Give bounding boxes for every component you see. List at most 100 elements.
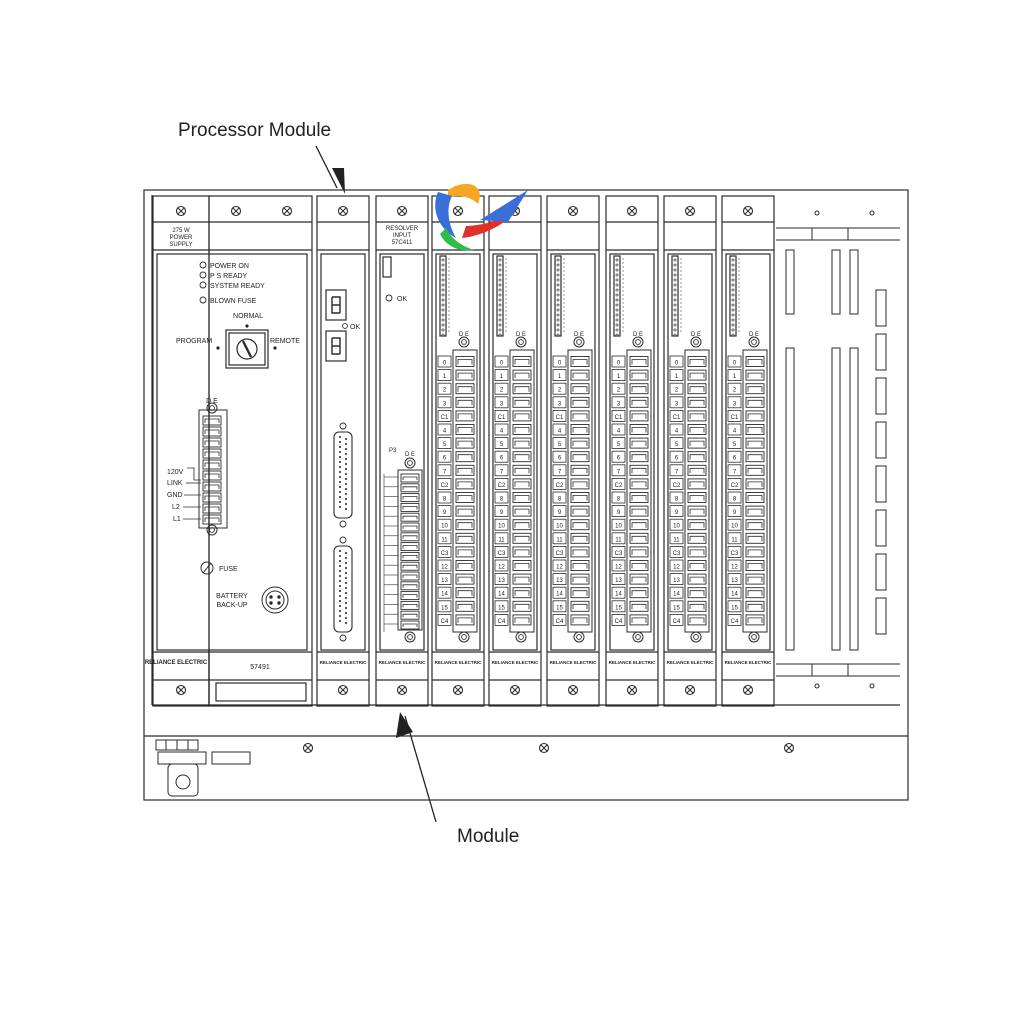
channel-label-box — [611, 355, 626, 368]
terminal-slot — [455, 451, 475, 463]
indicator-leds — [199, 261, 207, 304]
channel-label-box — [437, 477, 452, 490]
channel-label-box — [494, 437, 509, 450]
terminal-slot — [687, 600, 707, 612]
terminal-slot — [629, 478, 649, 490]
channel-label: C3 — [731, 551, 739, 557]
channel-label-box — [727, 614, 742, 626]
brand-plate-label: RELIANCE ELECTRIC — [320, 660, 368, 665]
channel-label-box — [727, 505, 742, 518]
channel-label-box — [611, 382, 626, 395]
terminal-slot — [629, 505, 649, 517]
processor-db-connector[interactable] — [333, 422, 353, 642]
channel-label: 0 — [500, 361, 504, 367]
empty-slot-guide — [875, 289, 887, 327]
terminal-slot — [687, 383, 707, 395]
channel-label-box — [494, 546, 509, 558]
channel-label: 12 — [556, 565, 563, 571]
terminal-slot — [629, 451, 649, 463]
terminal-screw-icon — [748, 336, 760, 348]
switch-program-label: PROGRAM — [176, 338, 212, 345]
channel-label-box — [669, 464, 684, 477]
channel-label-box — [611, 477, 626, 490]
channel-label: 4 — [443, 429, 447, 435]
terminal-slot — [745, 451, 765, 463]
channel-label: 10 — [556, 524, 563, 530]
channel-label: C3 — [556, 551, 564, 557]
channel-label: 15 — [556, 605, 563, 611]
fuse-holder[interactable] — [200, 561, 214, 575]
power-supply-title: SUPPLY — [169, 242, 192, 248]
terminal-slot — [512, 573, 532, 585]
indicator-system-ready: SYSTEM READY — [210, 283, 265, 290]
power-supply-module — [152, 195, 313, 707]
resolver-title: INPUT — [393, 233, 411, 239]
channel-label-box — [494, 369, 509, 382]
channel-label-box — [727, 382, 742, 395]
channel-label-box — [611, 450, 626, 463]
channel-label: 4 — [617, 429, 621, 435]
io-module: D E0123C14567C2891011C312131415C4RELIANC… — [488, 195, 542, 707]
empty-slot-rails — [785, 249, 887, 651]
rack-base-details — [155, 739, 251, 797]
channel-label: 11 — [731, 537, 738, 543]
channel-label: C3 — [498, 551, 506, 557]
channel-label-box — [552, 559, 567, 572]
terminal-slot — [455, 519, 475, 531]
channel-label-box — [437, 491, 452, 504]
channel-label: 6 — [675, 456, 679, 462]
channel-label-box — [727, 532, 742, 545]
terminal-slot — [745, 424, 765, 435]
screw-icon — [396, 205, 408, 217]
battery-connector[interactable] — [261, 586, 289, 614]
channel-label: C2 — [498, 483, 506, 489]
channel-label: 9 — [558, 510, 562, 516]
terminal-slot — [202, 514, 222, 525]
channel-label-box — [669, 491, 684, 504]
terminal-slot — [629, 560, 649, 571]
screw-icon — [175, 684, 187, 696]
channel-label: 2 — [675, 388, 679, 394]
brand-logo-icon — [435, 183, 528, 251]
db-connector[interactable] — [333, 422, 353, 528]
terminal-slot — [570, 505, 590, 517]
terminal-screw-icon — [748, 631, 760, 643]
channel-label-box — [494, 409, 509, 422]
terminal-slot — [570, 396, 590, 408]
channel-label-box — [437, 546, 452, 558]
screw-icon — [626, 684, 638, 696]
key-switch[interactable] — [225, 329, 269, 369]
channel-label-box — [727, 586, 742, 599]
terminal-slot — [455, 464, 475, 476]
switch-normal-label: NORMAL — [233, 313, 263, 320]
screw-icon — [396, 684, 408, 696]
brand-plate-label: RELIANCE ELECTRIC — [145, 660, 208, 666]
terminal-slot — [570, 546, 590, 558]
channel-label: 1 — [443, 374, 447, 380]
terminal-slot — [629, 600, 649, 612]
channel-label: 1 — [733, 374, 737, 380]
terminal-screw-icon — [632, 631, 644, 643]
channel-label: 4 — [733, 429, 737, 435]
power-supply-part-number: 57491 — [250, 664, 270, 671]
channel-label-box — [494, 423, 509, 436]
channel-label: C4 — [498, 619, 506, 625]
terminal-slot — [629, 437, 649, 449]
db-connector[interactable] — [333, 536, 353, 642]
terminal-slot — [512, 532, 532, 544]
power-supply-title: POWER — [170, 235, 193, 241]
terminal-slot — [570, 614, 590, 626]
channel-label: 10 — [498, 524, 505, 530]
terminal-slot — [629, 546, 649, 558]
terminal-slot — [400, 502, 420, 512]
channel-label: 6 — [617, 456, 621, 462]
channel-label-box — [552, 477, 567, 490]
channel-label-box — [611, 491, 626, 504]
channel-label: 14 — [615, 592, 622, 598]
terminal-slot — [745, 478, 765, 490]
channel-label: 0 — [558, 361, 562, 367]
channel-label: C1 — [441, 415, 449, 421]
terminal-slot — [455, 587, 475, 599]
terminal-slot — [512, 546, 532, 558]
